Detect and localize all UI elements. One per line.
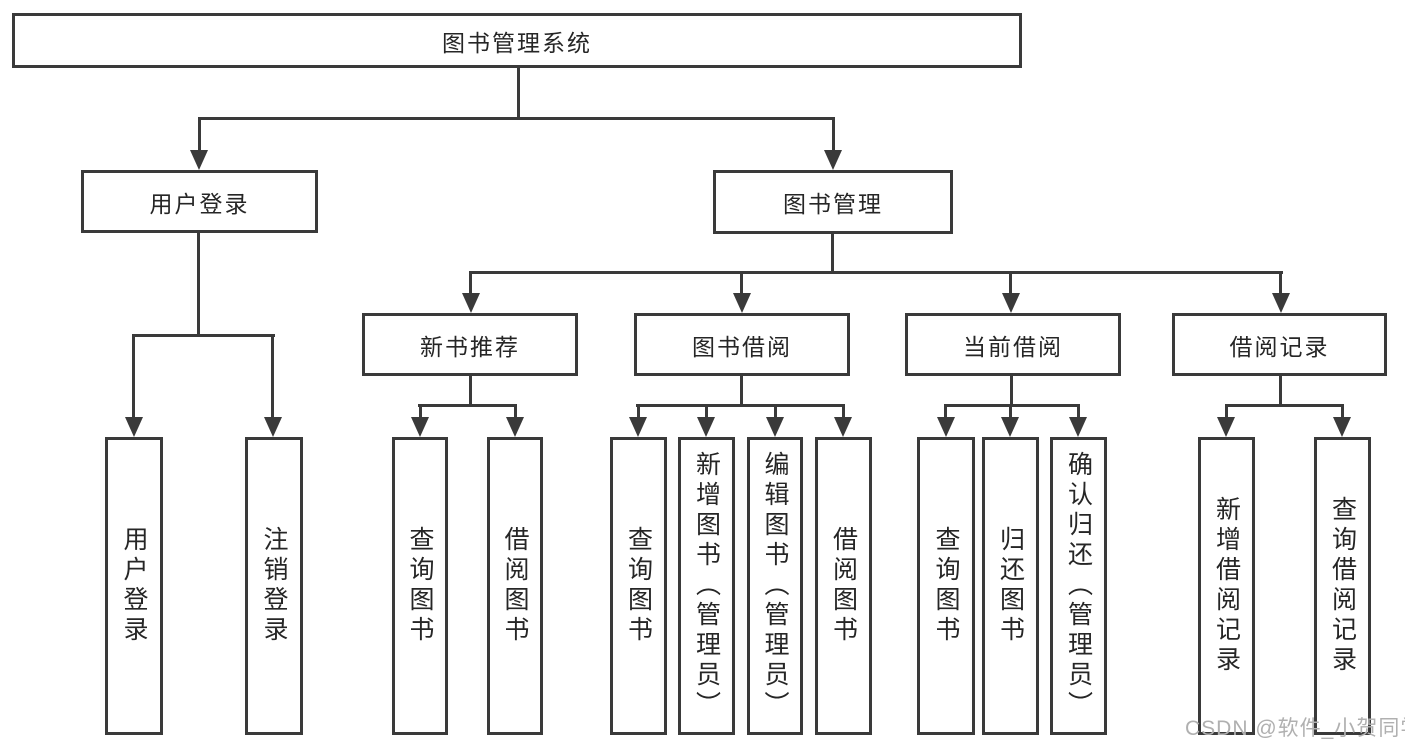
- node-user-login-leaf: 用户登录: [105, 437, 163, 735]
- node-return-books: 归还图书: [982, 437, 1039, 735]
- arrow-bookborrow-leaf4-icon: [834, 417, 852, 437]
- arrow-borrowrecord-leaf1-icon: [1217, 417, 1235, 437]
- connector-borrowrecord-leaf2-shaft: [1341, 404, 1344, 420]
- connector-currentborrow-leaf2-shaft: [1009, 404, 1012, 420]
- arrow-currentborrow-leaf3-icon: [1069, 417, 1087, 437]
- connector-newbook-drop: [469, 376, 472, 406]
- connector-bookborrow-leaf4-shaft: [842, 404, 845, 420]
- node-confirm-return-admin: 确认归还（管理员）: [1050, 437, 1107, 735]
- connector-bookborrow-shaft: [740, 271, 743, 296]
- connector-bookborrow-leaf1-shaft: [637, 404, 640, 420]
- connector-logout-leaf-shaft: [271, 334, 274, 419]
- node-library-system: 图书管理系统: [12, 13, 1022, 68]
- arrow-to-login-leaf-icon: [125, 417, 143, 437]
- connector-userlogin-drop: [197, 233, 200, 336]
- node-edit-books-admin: 编辑图书（管理员）: [747, 437, 803, 735]
- connector-newbook-shaft: [469, 271, 472, 296]
- connector-borrowrecord-drop: [1279, 376, 1282, 406]
- node-book-borrowing: 图书借阅: [634, 313, 850, 376]
- connector-login-leaf-shaft: [132, 334, 135, 419]
- arrow-currentborrow-leaf1-icon: [937, 417, 955, 437]
- node-new-book-recommend: 新书推荐: [362, 313, 578, 376]
- connector-bookborrow-leaf2-shaft: [705, 404, 708, 420]
- arrow-to-book-management-icon: [824, 150, 842, 170]
- connector-userlogin-hbar: [132, 334, 275, 337]
- connector-userlogin-shaft: [198, 117, 201, 152]
- arrow-to-new-book-icon: [462, 293, 480, 313]
- connector-borrowrecord-shaft: [1279, 271, 1282, 296]
- node-add-books-admin: 新增图书（管理员）: [678, 437, 735, 735]
- arrow-currentborrow-leaf2-icon: [1001, 417, 1019, 437]
- arrow-borrowrecord-leaf2-icon: [1333, 417, 1351, 437]
- connector-newbook-leaf2-shaft: [514, 404, 517, 420]
- node-current-query-books: 查询图书: [917, 437, 975, 735]
- arrow-newbook-leaf1-icon: [411, 417, 429, 437]
- connector-currentborrow-hbar: [944, 404, 1080, 407]
- connector-currentborrow-shaft: [1009, 271, 1012, 296]
- connector-bookborrow-hbar: [636, 404, 845, 407]
- arrow-bookborrow-leaf1-icon: [629, 417, 647, 437]
- connector-currentborrow-leaf1-shaft: [944, 404, 947, 420]
- connector-bookmgmt-hbar: [469, 271, 1283, 274]
- connector-bookborrow-drop: [740, 376, 743, 406]
- csdn-watermark: CSDN @软件_小贺同学: [1185, 717, 1405, 740]
- node-borrowing-records: 借阅记录: [1172, 313, 1387, 376]
- connector-bookmgmt-drop: [831, 234, 834, 272]
- arrow-to-user-login-icon: [190, 150, 208, 170]
- node-recommend-borrow-books: 借阅图书: [487, 437, 543, 735]
- connector-newbook-leaf1-shaft: [419, 404, 422, 420]
- connector-newbook-hbar: [418, 404, 516, 407]
- node-add-borrow-record: 新增借阅记录: [1198, 437, 1255, 735]
- node-borrow-borrow-books: 借阅图书: [815, 437, 872, 735]
- connector-bookborrow-leaf3-shaft: [774, 404, 777, 420]
- node-book-management: 图书管理: [713, 170, 953, 234]
- arrow-to-book-borrow-icon: [733, 293, 751, 313]
- arrow-newbook-leaf2-icon: [506, 417, 524, 437]
- connector-root-drop: [517, 68, 520, 118]
- connector-borrowrecord-hbar: [1225, 404, 1344, 407]
- node-current-borrowing: 当前借阅: [905, 313, 1121, 376]
- arrow-to-borrow-record-icon: [1272, 293, 1290, 313]
- arrow-to-current-borrow-icon: [1002, 293, 1020, 313]
- node-borrow-query-books: 查询图书: [610, 437, 667, 735]
- node-logout-leaf: 注销登录: [245, 437, 303, 735]
- connector-currentborrow-leaf3-shaft: [1077, 404, 1080, 420]
- connector-root-hbar: [198, 117, 835, 120]
- connector-currentborrow-drop: [1010, 376, 1013, 406]
- node-user-login: 用户登录: [81, 170, 318, 233]
- arrow-bookborrow-leaf2-icon: [697, 417, 715, 437]
- arrow-to-logout-leaf-icon: [264, 417, 282, 437]
- connector-bookmgmt-shaft: [832, 117, 835, 152]
- node-recommend-query-books: 查询图书: [392, 437, 448, 735]
- node-query-borrow-record: 查询借阅记录: [1314, 437, 1371, 735]
- connector-borrowrecord-leaf1-shaft: [1225, 404, 1228, 420]
- arrow-bookborrow-leaf3-icon: [766, 417, 784, 437]
